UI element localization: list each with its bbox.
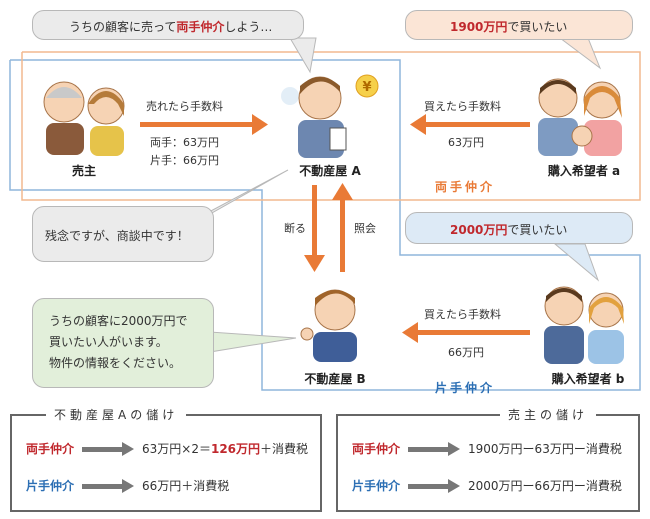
both-hands-frame (21, 51, 641, 201)
buyer-b-want-tail (553, 243, 600, 282)
bubble-text: 残念ですが、商談中です！ (45, 229, 189, 243)
buyer-b-label: 購入希望者 b (551, 372, 625, 386)
row-label: 片手仲介 (352, 479, 401, 493)
agent-b-body (313, 332, 357, 362)
buyer-a-label: 購入希望者 a (547, 164, 621, 178)
agent-b-label: 不動産屋 B (304, 372, 366, 386)
bubble-text: で買いたい (507, 223, 568, 237)
buyer-a-illustration (538, 78, 622, 156)
agent-profit-box (10, 414, 322, 512)
inquiry-label: 照会 (354, 222, 376, 235)
buyer-b-fee-value: 66万円 (448, 346, 484, 359)
agent-a-thought-bubble: うちの顧客に売って両手仲介しよう… (32, 10, 304, 40)
row-value: 1900万円ー63万円ー消費税 (468, 442, 622, 456)
seller-profit-row-both: 両手仲介 1900万円ー63万円ー消費税 (352, 440, 622, 457)
agent-a-reply-bubble: 残念ですが、商談中です！ (32, 206, 214, 262)
buyer-b-woman-body (588, 330, 624, 364)
row-arrow-icon (408, 478, 461, 493)
row-value: 2000万円ー66万円ー消費税 (468, 479, 622, 493)
agent-a-thought-tail (289, 37, 317, 74)
row-value: 63万円×2＝ (142, 442, 211, 456)
seller-label: 売主 (71, 164, 96, 178)
clipboard (329, 127, 347, 151)
arrow-inquiry (340, 200, 345, 272)
buyer-a-woman-body (584, 120, 622, 156)
bubble-emphasis: 両手仲介 (176, 20, 225, 34)
row-label: 両手仲介 (352, 442, 401, 456)
bubble-text: で買いたい (507, 20, 568, 34)
row-arrow-icon (408, 441, 461, 456)
seller-fee-one: 片手：66万円 (150, 154, 219, 167)
one-hand-frame (9, 59, 641, 391)
buyer-a-man-body (538, 118, 578, 156)
arrow-buyer-a-to-agent-a (426, 122, 530, 127)
bubble-text: うちの顧客に売って (69, 20, 177, 34)
buyer-a-fee-title: 買えたら手数料 (424, 100, 501, 113)
bubble-line: 買いたい人がいます。 (49, 335, 168, 349)
flow-arrows (140, 114, 530, 343)
buyer-b-illustration (544, 286, 624, 364)
refuse-label: 断る (284, 222, 306, 235)
buyer-b-man-face (544, 286, 584, 326)
buyer-b-want-bubble: 2000万円で買いたい (405, 212, 633, 244)
agent-a-illustration: ¥ (281, 74, 379, 158)
both-hands-tag: 両手仲介 (435, 180, 496, 194)
buyer-a-man-face (538, 78, 578, 118)
seller-woman-body (90, 126, 124, 156)
buyer-a-want-bubble: 1900万円で買いたい (405, 10, 633, 40)
agent-profit-row-one: 片手仲介 66万円＋消費税 (26, 477, 229, 494)
row-value: ＋消費税 (260, 442, 309, 456)
bubble-emphasis: 2000万円 (450, 223, 508, 237)
row-emphasis: 126万円 (210, 442, 261, 456)
agent-b-request-tail (209, 331, 297, 353)
seller-man-body (46, 123, 84, 155)
seller-fee-both: 両手：63万円 (150, 136, 219, 149)
buyer-a-want-tail (558, 37, 602, 70)
bubble-line: 物件の情報をください。 (49, 356, 182, 370)
yen-coin-icon (355, 74, 379, 98)
bubble-text: しよう… (224, 20, 273, 34)
buyer-a-fee-value: 63万円 (448, 136, 484, 149)
seller-fee-title: 売れたら手数料 (146, 100, 223, 113)
buyer-b-fee-title: 買えたら手数料 (424, 308, 501, 321)
bubble-line: うちの顧客に2000万円で (49, 314, 188, 328)
agent-profit-row-both: 両手仲介 63万円×2＝126万円＋消費税 (26, 440, 308, 457)
agent-a-label: 不動産屋 A (299, 164, 361, 178)
row-arrow-icon (82, 478, 135, 493)
one-hand-tag: 片手仲介 (435, 381, 496, 395)
buyer-b-man-body (544, 326, 584, 364)
row-label: 片手仲介 (26, 479, 75, 493)
bubble-emphasis: 1900万円 (450, 20, 508, 34)
row-label: 両手仲介 (26, 442, 75, 456)
row-arrow-icon (82, 441, 135, 456)
seller-profit-row-one: 片手仲介 2000万円ー66万円ー消費税 (352, 477, 622, 494)
agent-b-request-bubble: うちの顧客に2000万円で 買いたい人がいます。 物件の情報をください。 (32, 298, 214, 388)
row-value: 66万円＋消費税 (142, 479, 230, 493)
yen-symbol: ¥ (362, 80, 371, 95)
seller-profit-title: 売主の儲け (500, 406, 597, 423)
seller-illustration (43, 81, 125, 156)
arrow-buyer-b-to-agent-b (418, 330, 530, 335)
buyer-a-baby (571, 125, 593, 147)
agent-b-illustration (300, 289, 357, 362)
agent-profit-title: 不動産屋Aの儲け (46, 406, 187, 423)
arrow-seller-to-agent-a (140, 122, 252, 127)
seller-profit-box (336, 414, 640, 512)
arrow-refuse (312, 185, 317, 255)
